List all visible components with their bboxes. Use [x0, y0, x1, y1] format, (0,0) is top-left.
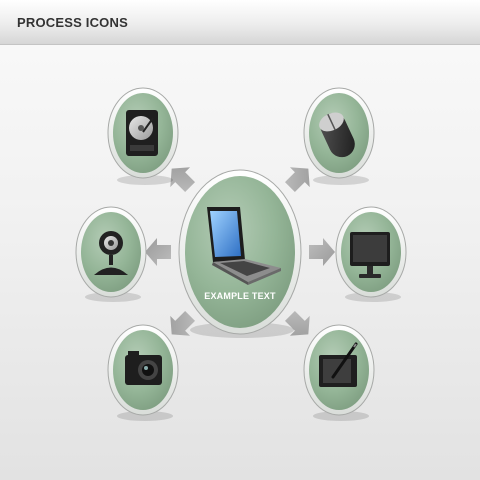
arrow-left — [145, 238, 171, 266]
node-tablet — [303, 324, 375, 421]
computer-mouse-icon — [319, 112, 355, 158]
hard-drive-icon — [126, 110, 158, 156]
arrow-lower-left — [170, 310, 196, 336]
node-camera — [107, 324, 179, 421]
arrow-upper-right — [284, 167, 310, 193]
arrow-lower-right — [284, 310, 310, 336]
arrow-right — [309, 238, 335, 266]
center-node — [178, 169, 302, 338]
header-bar: PROCESS ICONS — [0, 0, 480, 45]
camera-icon — [125, 351, 162, 385]
laptop-icon — [207, 207, 281, 285]
monitor-icon — [350, 232, 390, 278]
page-title: PROCESS ICONS — [17, 15, 128, 30]
node-webcam — [75, 206, 147, 302]
node-mouse — [303, 87, 375, 185]
node-monitor — [335, 206, 407, 302]
webcam-icon — [94, 231, 128, 275]
center-label: EXAMPLE TEXT — [204, 291, 276, 301]
graphics-tablet-icon — [319, 342, 358, 387]
arrow-upper-left — [170, 167, 196, 193]
node-hard-drive — [107, 87, 179, 185]
